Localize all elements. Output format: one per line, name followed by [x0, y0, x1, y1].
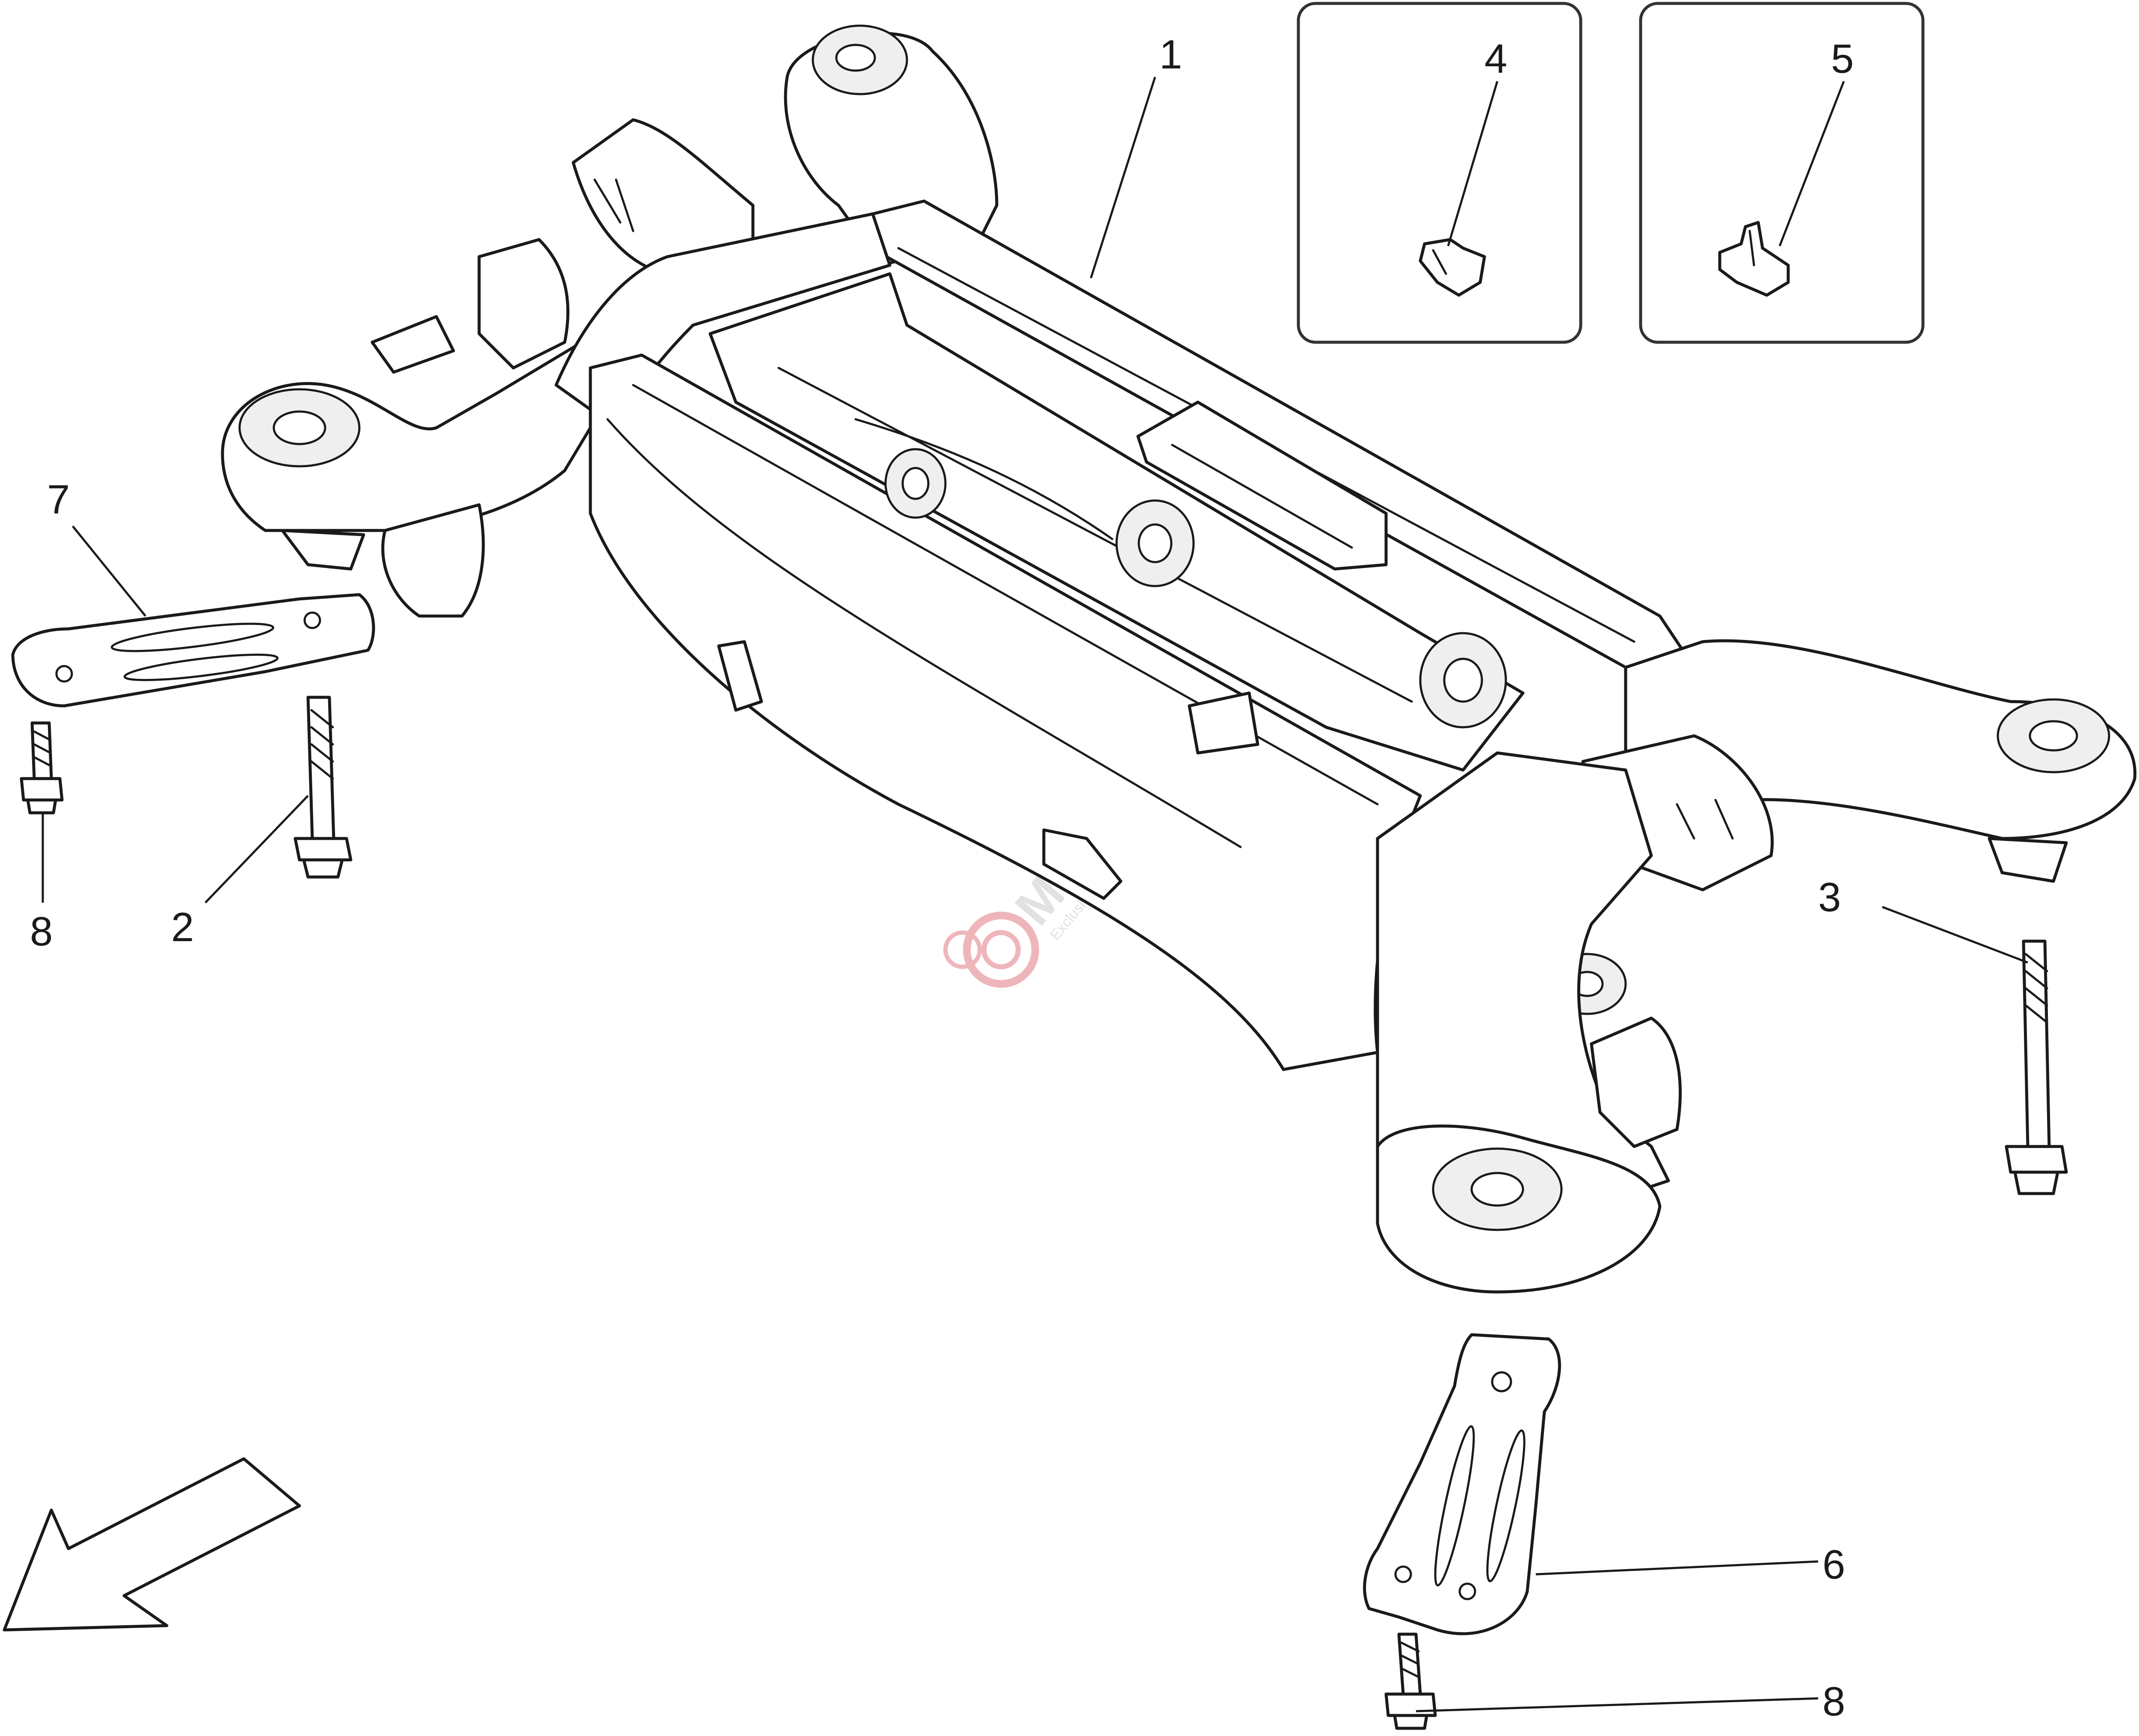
plate-7-hole-left — [55, 665, 73, 683]
plate-7 — [11, 593, 375, 708]
callout-6: 6 — [1822, 1542, 1845, 1588]
callout-1: 1 — [1159, 32, 1182, 77]
watermark-logo — [943, 912, 1039, 988]
leader-4 — [1447, 81, 1499, 246]
leader-2 — [204, 795, 309, 904]
clip-part-4 — [1419, 238, 1486, 297]
front-left-tab — [370, 315, 455, 374]
center-bracket — [1188, 691, 1259, 755]
leader-6 — [1535, 1560, 1819, 1576]
bolt-3 — [2005, 939, 2068, 1195]
leader-3 — [1882, 906, 2028, 964]
inset-box-5 — [1639, 2, 1925, 344]
callout-7: 7 — [47, 477, 70, 522]
leader-7 — [72, 525, 146, 617]
leader-1 — [1090, 77, 1156, 278]
left-hanger-bracket — [381, 503, 485, 618]
leader-5 — [1778, 81, 1845, 246]
callout-8-left: 8 — [30, 909, 53, 954]
callout-8-bottom: 8 — [1822, 1679, 1845, 1724]
rear-right-bushing-bore — [1470, 1172, 1524, 1207]
center-stud — [1042, 828, 1123, 900]
direction-arrow-icon — [3, 1457, 301, 1632]
leader-8b — [1416, 1697, 1819, 1712]
rear-left-bushing-bore — [835, 44, 876, 72]
callout-4: 4 — [1484, 36, 1507, 82]
plate-6-hole-bottom-left — [1394, 1565, 1412, 1583]
inner-bushing-1-bore — [901, 467, 930, 500]
front-right-bushing-bore — [2029, 720, 2078, 752]
bolt-8-bottom — [1384, 1632, 1437, 1730]
bolt-8-left — [20, 721, 64, 815]
callout-5: 5 — [1831, 36, 1854, 82]
left-stud — [717, 640, 763, 712]
left-plate-7 — [11, 593, 375, 708]
plate-7-hole-right — [303, 611, 321, 629]
callout-2: 2 — [171, 904, 194, 950]
bolt-2 — [293, 696, 353, 879]
front-left-bushing-bore — [273, 410, 326, 445]
front-right-mount-stub — [1988, 837, 2068, 883]
plate-7-slot-1 — [110, 622, 275, 652]
rear-right-bracket — [1590, 1016, 1682, 1148]
diff-mount-plate — [1136, 400, 1388, 571]
plate-6-hole-top — [1491, 1371, 1512, 1392]
callout-3: 3 — [1818, 874, 1841, 920]
bottom-plate-6 — [1363, 1333, 1561, 1635]
leader-lines — [41, 77, 2028, 1712]
inner-bushing-3-bore — [1443, 658, 1483, 703]
front-left-tower — [477, 238, 569, 370]
inset-frame-5 — [1639, 2, 1925, 344]
inset-frame-4 — [1297, 2, 1582, 344]
callout-labels: 1 2 3 4 5 6 7 8 8 — [30, 32, 1854, 1724]
inner-bushing-2-bore — [1138, 523, 1173, 563]
plate-7-slot-2 — [123, 653, 279, 681]
plate-6-slot-1 — [1434, 1425, 1475, 1587]
inset-box-4 — [1297, 2, 1582, 344]
subframe — [221, 24, 2136, 1294]
plate-6-slot-2 — [1486, 1429, 1526, 1582]
plate-6-hole-bottom-right — [1458, 1582, 1476, 1600]
front-left-mount-stub — [281, 529, 365, 571]
